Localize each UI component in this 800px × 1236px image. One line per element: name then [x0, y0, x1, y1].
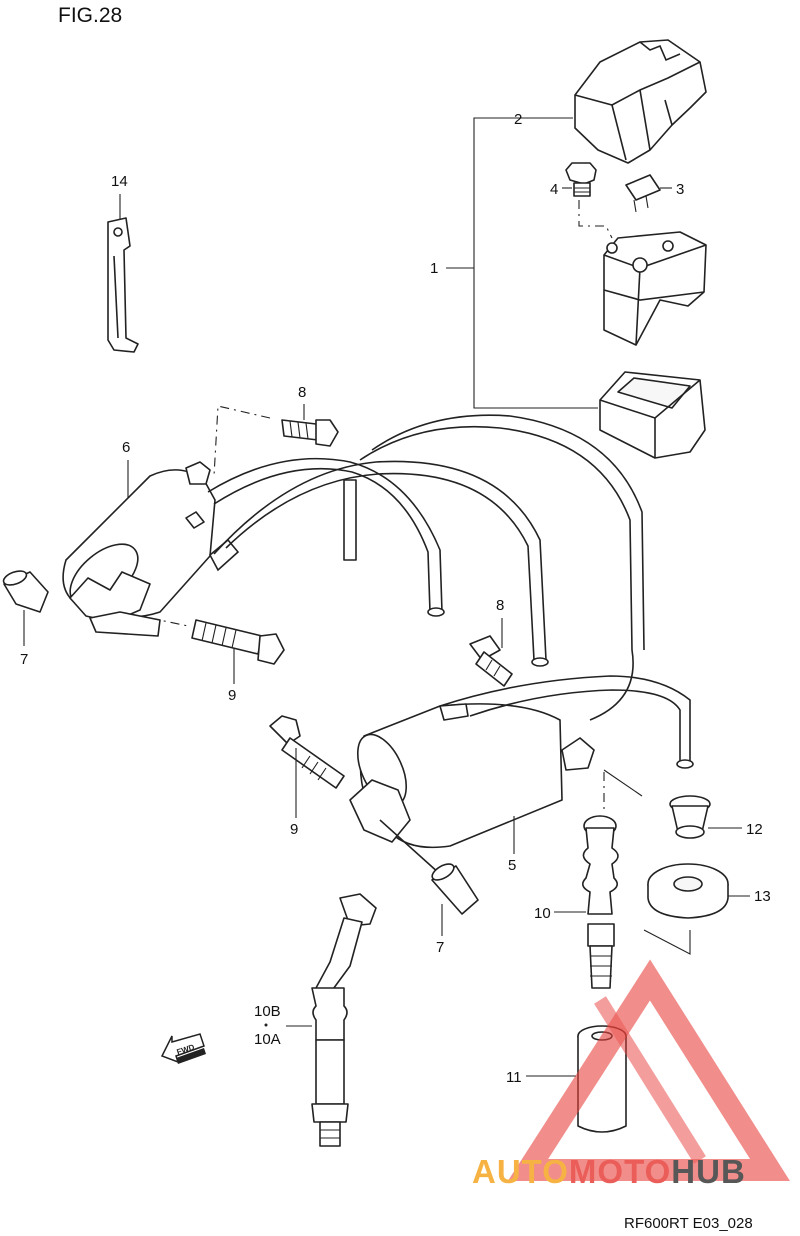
ignition-coil-upper	[62, 461, 216, 637]
callout-11: 11	[506, 1069, 522, 1086]
watermark-hub: HUB	[671, 1153, 746, 1190]
figure-title: FIG.28	[58, 4, 122, 27]
mounting-bracket	[107, 217, 139, 353]
callout-3: 3	[676, 181, 684, 198]
relay-cover	[574, 39, 707, 164]
callout-4: 4	[550, 181, 558, 198]
starter-relay	[603, 231, 707, 346]
watermark-moto: MOTO	[569, 1153, 671, 1190]
grommet	[669, 795, 711, 839]
callout-12: 12	[746, 821, 763, 838]
callout-5: 5	[508, 857, 516, 874]
group-bracket-1	[473, 117, 598, 409]
callout-10b: 10B	[254, 1003, 281, 1020]
spacer-sleeve-upper	[2, 570, 49, 613]
ignition-coil-lower	[349, 675, 694, 875]
fuse	[625, 174, 661, 213]
callout-9-upper: 9	[228, 687, 236, 704]
callout-2: 2	[514, 111, 522, 128]
spark-plug-cap-right	[582, 772, 619, 989]
callout-10: 10	[534, 905, 551, 922]
bolt-8-upper	[213, 405, 339, 477]
coil-leads	[207, 414, 645, 721]
callout-8-upper: 8	[298, 384, 306, 401]
automotohub-watermark: AUTOMOTOHUB	[472, 959, 790, 1190]
bolt-9-lower	[269, 715, 345, 789]
callout-6: 6	[122, 439, 130, 456]
rubber-washer	[647, 863, 729, 919]
callout-13: 13	[754, 888, 771, 905]
callout-14: 14	[111, 173, 128, 190]
bolt-8-lower	[469, 635, 513, 687]
callouts: 2 4 3 1 14 8 6 7 9 8 9 5 7 12 13 10 10B	[20, 111, 771, 1086]
callout-1: 1	[430, 260, 438, 277]
callout-10a: 10A	[254, 1031, 281, 1048]
callout-7-upper: 7	[20, 651, 28, 668]
relay-rubber-boot	[599, 371, 706, 459]
small-bolt	[565, 162, 597, 197]
forward-arrow-icon: FWD	[160, 1033, 206, 1064]
figure-code: RF600RT E03_028	[624, 1215, 753, 1232]
svg-text:AUTOMOTOHUB: AUTOMOTOHUB	[472, 1153, 746, 1190]
callout-8-lower: 8	[496, 597, 504, 614]
watermark-auto: AUTO	[472, 1153, 569, 1190]
bolt-9-upper	[149, 617, 285, 665]
spacer-sleeve-lower	[431, 863, 479, 915]
callout-7-lower: 7	[436, 939, 444, 956]
spark-plug-cap-left	[311, 893, 377, 1147]
callout-9-lower: 9	[290, 821, 298, 838]
